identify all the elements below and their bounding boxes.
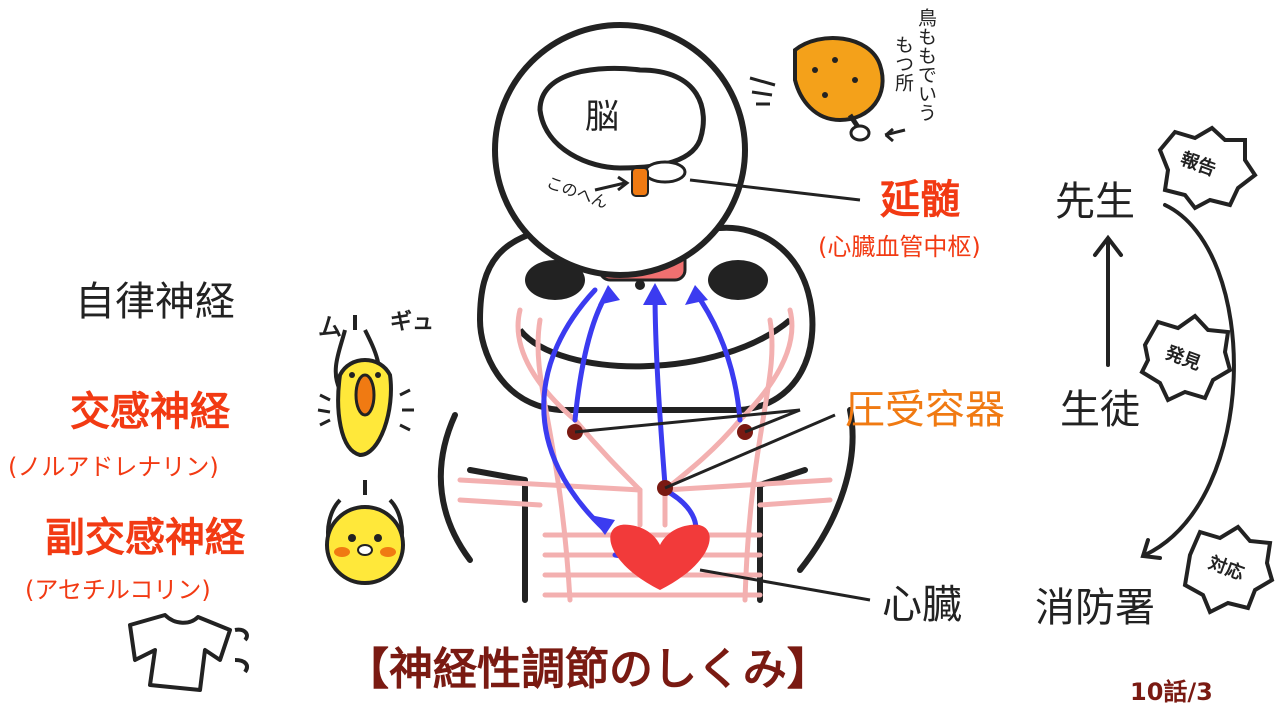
medulla-label: 延髄 <box>880 177 960 223</box>
food-note-col1: 鳥ももでいう <box>915 8 937 122</box>
tag-bursts <box>1139 125 1275 615</box>
parasympathetic-transmitter-label: (アセチルコリン) <box>25 576 211 604</box>
chicken-leg-icon <box>749 36 906 143</box>
page-number: 10話/3 <box>1130 678 1213 706</box>
mouth <box>517 317 792 370</box>
autonomic-label: 自律神経 <box>75 279 235 325</box>
chick-relaxed-icon <box>325 480 405 585</box>
medulla-center-dot <box>635 280 645 290</box>
sympathetic-transmitter-label: (ノルアドレナリン) <box>8 453 219 481</box>
heart-shape <box>610 524 710 590</box>
page-title: 【神経性調節のしくみ】 <box>345 644 831 695</box>
analogy-fire-station: 消防署 <box>1035 585 1155 631</box>
squeeze-sfx-2: ギュ <box>390 310 435 335</box>
brain-label: 脳 <box>585 97 619 137</box>
sympathetic-label: 交感神経 <box>70 389 230 435</box>
analogy-arrows <box>1093 203 1236 560</box>
food-note-col2: もつ所 <box>892 35 914 92</box>
leader-lines <box>574 408 871 602</box>
squeeze-sfx: ム <box>318 313 342 341</box>
arrow-heads <box>590 283 708 535</box>
heart-label: 心臓 <box>882 582 962 628</box>
tshirt-icon <box>128 613 249 692</box>
left-eye <box>525 260 585 300</box>
analogy-teacher: 先生 <box>1055 179 1135 225</box>
medulla-role-label: (心臓血管中枢) <box>818 233 981 261</box>
baroreceptor-label: 圧受容器 <box>845 387 1005 433</box>
parasympathetic-label: 副交感神経 <box>45 515 245 561</box>
right-eye <box>708 260 768 300</box>
chick-squeezed-icon <box>317 315 414 458</box>
analogy-student: 生徒 <box>1060 387 1140 433</box>
brain-bubble <box>492 22 861 278</box>
